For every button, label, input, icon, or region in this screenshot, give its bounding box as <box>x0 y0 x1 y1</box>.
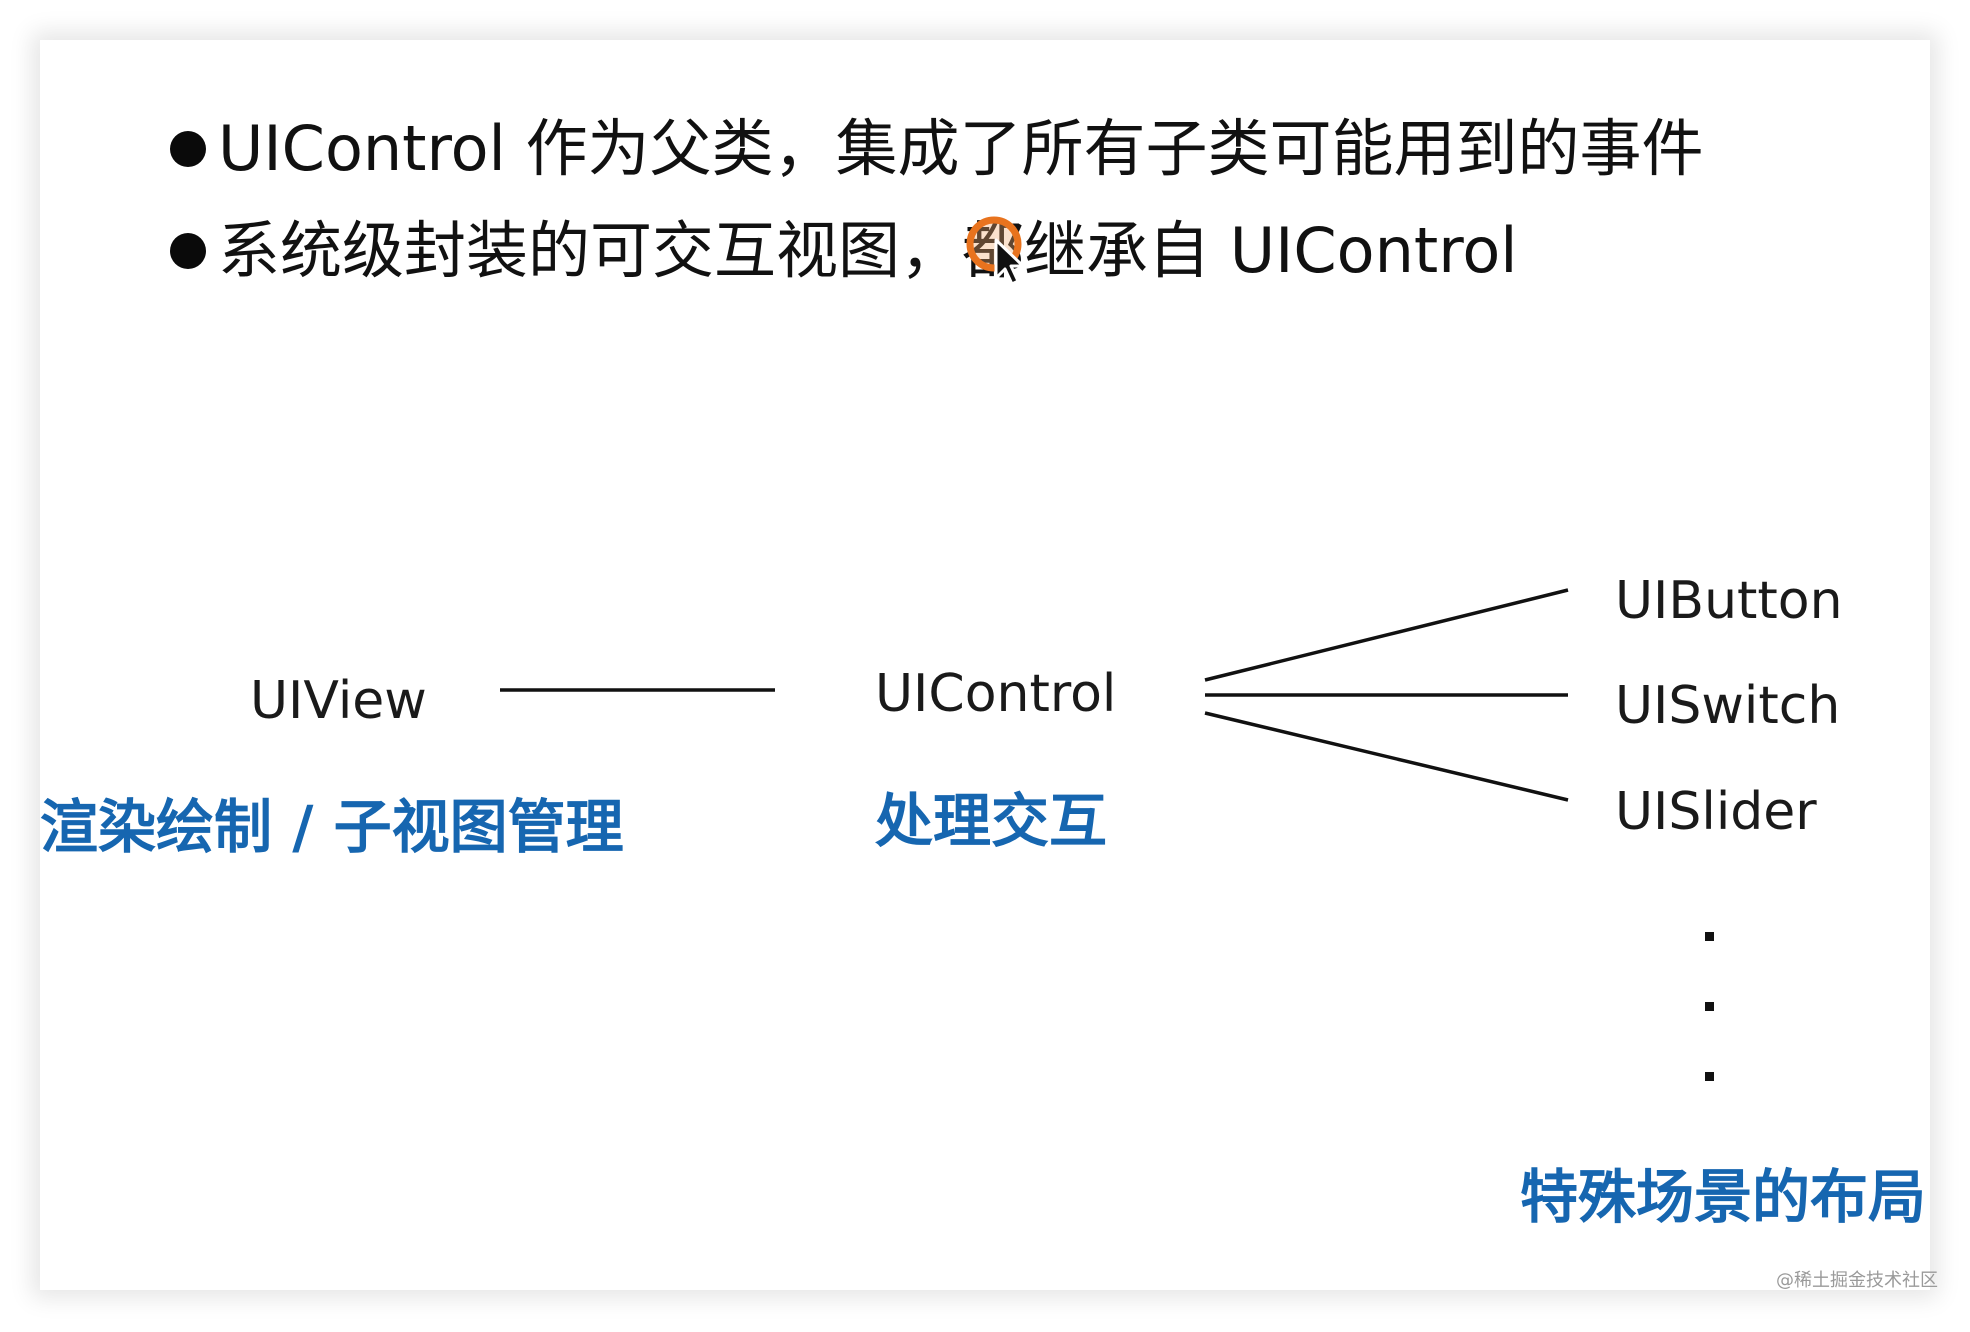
caption-uiview: 渲染绘制 / 子视图管理 <box>40 793 624 861</box>
ellipsis-dot-icon <box>1705 932 1714 941</box>
bullet-text-2: 系统级封装的可交互视图，都继承自 UIControl <box>218 214 1518 287</box>
slide: UIControl 作为父类，集成了所有子类可能用到的事件 系统级封装的可交互视… <box>40 40 1930 1290</box>
node-uiswitch: UISwitch <box>1615 676 1841 736</box>
node-uiview: UIView <box>250 671 427 731</box>
connector-uicontrol-uislider <box>1204 711 1569 802</box>
ellipsis-dot-icon <box>1705 1072 1714 1081</box>
mouse-pointer-icon <box>966 216 1025 286</box>
node-uibutton: UIButton <box>1615 571 1843 631</box>
bullet-text-1: UIControl 作为父类，集成了所有子类可能用到的事件 <box>218 112 1704 185</box>
caption-leaves: 特殊场景的布局 <box>1520 1163 1927 1231</box>
diagram-connectors <box>500 588 1569 802</box>
node-uicontrol: UIControl <box>875 664 1117 724</box>
bullet-dot-icon <box>170 131 206 167</box>
bullet-dot-icon <box>170 233 206 269</box>
watermark: @稀土掘金技术社区 <box>1776 1270 1938 1291</box>
ellipsis-dot-icon <box>1705 1002 1714 1011</box>
caption-uicontrol: 处理交互 <box>875 787 1108 855</box>
connector-uicontrol-uibutton <box>1204 588 1569 682</box>
bullet-item-1: UIControl 作为父类，集成了所有子类可能用到的事件 <box>170 118 1704 180</box>
node-uislider: UISlider <box>1615 782 1817 842</box>
bullet-item-2: 系统级封装的可交互视图，都继承自 UIControl <box>170 220 1518 282</box>
